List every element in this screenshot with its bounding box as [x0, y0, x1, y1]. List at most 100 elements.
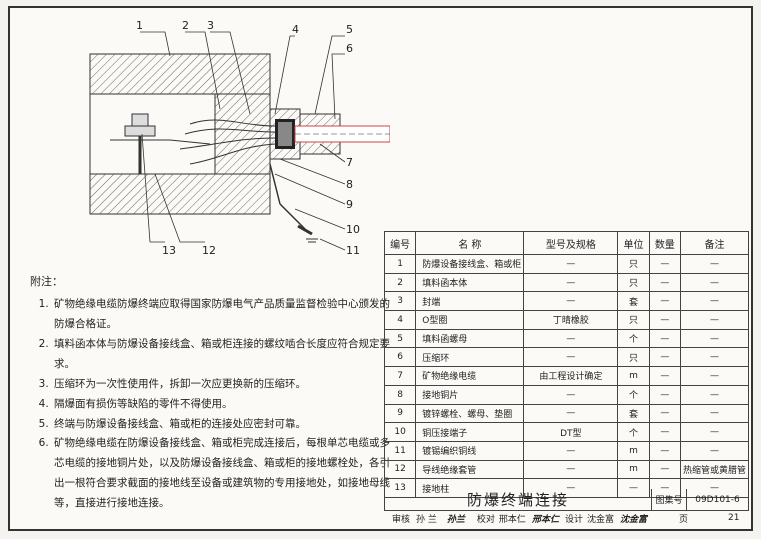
atlas-label: 图集号	[652, 489, 687, 511]
cell-spec: —	[523, 384, 619, 405]
cell-spec: —	[523, 459, 619, 480]
callout-9: 9	[346, 198, 353, 211]
cell-no: 12	[383, 459, 417, 480]
cell-unit: m	[617, 459, 650, 480]
title-block: 防爆终端连接 图集号 09D101-6 审核 孙 兰 孙兰 校对 邢本仁 邢本仁…	[384, 489, 749, 525]
cell-remark: —	[679, 478, 750, 498]
cell-qty: —	[648, 366, 681, 386]
cell-name: 填料函螺母	[415, 328, 525, 349]
cell-unit: 只	[617, 272, 650, 293]
notes-heading: 附注：	[30, 275, 63, 288]
cell-no: 9	[383, 403, 417, 424]
header-spec: 型号及规格	[523, 231, 619, 255]
notes-list: 矿物绝缘电缆防爆终端应取得国家防爆电气产品质量监督检验中心颁发的防爆合格证。 填…	[30, 295, 390, 514]
note-item: 矿物绝缘电缆防爆终端应取得国家防爆电气产品质量监督检验中心颁发的防爆合格证。	[52, 295, 390, 335]
callout-2: 2	[182, 19, 189, 32]
callout-1: 1	[136, 19, 143, 32]
cell-qty: —	[648, 328, 681, 349]
cell-unit: 个	[617, 384, 650, 405]
cell-qty: —	[648, 440, 681, 461]
header-remark: 备注	[679, 231, 750, 255]
callout-10: 10	[346, 223, 360, 236]
cell-remark: —	[679, 422, 750, 442]
cell-unit: 只	[617, 347, 650, 368]
cell-remark: —	[679, 254, 750, 274]
callout-13: 13	[162, 244, 176, 257]
cell-qty: —	[648, 478, 681, 498]
cell-name: 接地柱	[415, 478, 525, 498]
note-item: 压缩环为一次性使用件，拆卸一次应更换新的压缩环。	[52, 375, 390, 395]
cell-unit: 只	[617, 254, 650, 274]
check-label: 校对	[476, 514, 495, 525]
cell-remark: —	[679, 291, 750, 312]
cell-qty: —	[648, 347, 681, 368]
cell-unit: 个	[617, 328, 650, 349]
cell-spec: —	[523, 328, 619, 349]
header-qty: 数量	[648, 231, 681, 255]
cell-name: 矿物绝缘电缆	[415, 366, 525, 386]
header-name: 名 称	[415, 231, 525, 255]
cell-name: 铜压接端子	[415, 422, 525, 442]
cell-qty: —	[648, 291, 681, 312]
signature-row: 审核 孙 兰 孙兰 校对 邢本仁 邢本仁 设计 沈金富 沈金富 页 21	[0, 511, 749, 525]
cable-termination-drawing: 1 2 3 4 5 6 7 8 9 10 11 12 13	[89, 19, 390, 257]
table-header-row: 编号 名 称 型号及规格 单位 数量 备注	[383, 231, 750, 255]
conductors	[179, 119, 276, 165]
page-number: 21	[728, 513, 740, 523]
cell-remark: —	[679, 384, 750, 405]
cell-name: 镀锌螺栓、螺母、垫圈	[415, 403, 525, 424]
cell-no: 6	[383, 347, 417, 368]
note-item: 终端与防爆设备接线盒、箱或柜的连接处应密封可靠。	[52, 415, 390, 435]
atlas-number: 09D101-6	[687, 489, 749, 511]
cell-spec: 丁晴橡胶	[523, 310, 619, 330]
cell-name: 防爆设备接线盒、箱或柜	[415, 254, 525, 274]
cell-spec: 由工程设计确定	[523, 366, 619, 386]
cell-remark: —	[679, 310, 750, 330]
cell-remark: 热缩管或黄腊管	[679, 459, 750, 480]
cell-spec: —	[523, 347, 619, 368]
cell-name: 填料函本体	[415, 272, 525, 293]
cell-qty: —	[648, 384, 681, 405]
cell-remark: —	[679, 366, 750, 386]
callout-6: 6	[346, 42, 353, 55]
cell-spec: —	[523, 254, 619, 274]
cell-qty: —	[648, 403, 681, 424]
earth-wire	[269, 163, 318, 243]
cell-spec: —	[523, 272, 619, 293]
note-item: 填料函本体与防爆设备接线盒、箱或柜连接的螺纹啮合长度应符合规定要求。	[52, 335, 390, 375]
cell-no: 8	[383, 384, 417, 405]
cell-qty: —	[648, 310, 681, 330]
cell-no: 10	[383, 422, 417, 442]
review-name: 孙 兰	[416, 514, 437, 525]
callout-11: 11	[346, 244, 360, 257]
cell-no: 3	[383, 291, 417, 312]
cell-unit: 套	[617, 291, 650, 312]
drawing-title: 防爆终端连接	[384, 489, 652, 511]
cell-qty: —	[648, 254, 681, 274]
cell-no: 13	[383, 478, 417, 498]
design-label: 设计	[564, 514, 583, 525]
cell-remark: —	[679, 440, 750, 461]
cell-spec: —	[523, 291, 619, 312]
page-label: 页	[679, 514, 689, 525]
cell-name: 导线绝缘套管	[415, 459, 525, 480]
callout-3: 3	[207, 19, 214, 32]
review-signature: 孙兰	[446, 514, 465, 525]
cell-unit: m	[617, 440, 650, 461]
cell-no: 5	[383, 328, 417, 349]
notes-section: 附注： 矿物绝缘电缆防爆终端应取得国家防爆电气产品质量监督检验中心颁发的防爆合格…	[30, 272, 390, 514]
cell-no: 4	[383, 310, 417, 330]
mineral-insulated-cable	[294, 125, 390, 143]
callout-7: 7	[346, 156, 353, 169]
callout-4: 4	[292, 23, 299, 36]
cell-remark: —	[679, 403, 750, 424]
